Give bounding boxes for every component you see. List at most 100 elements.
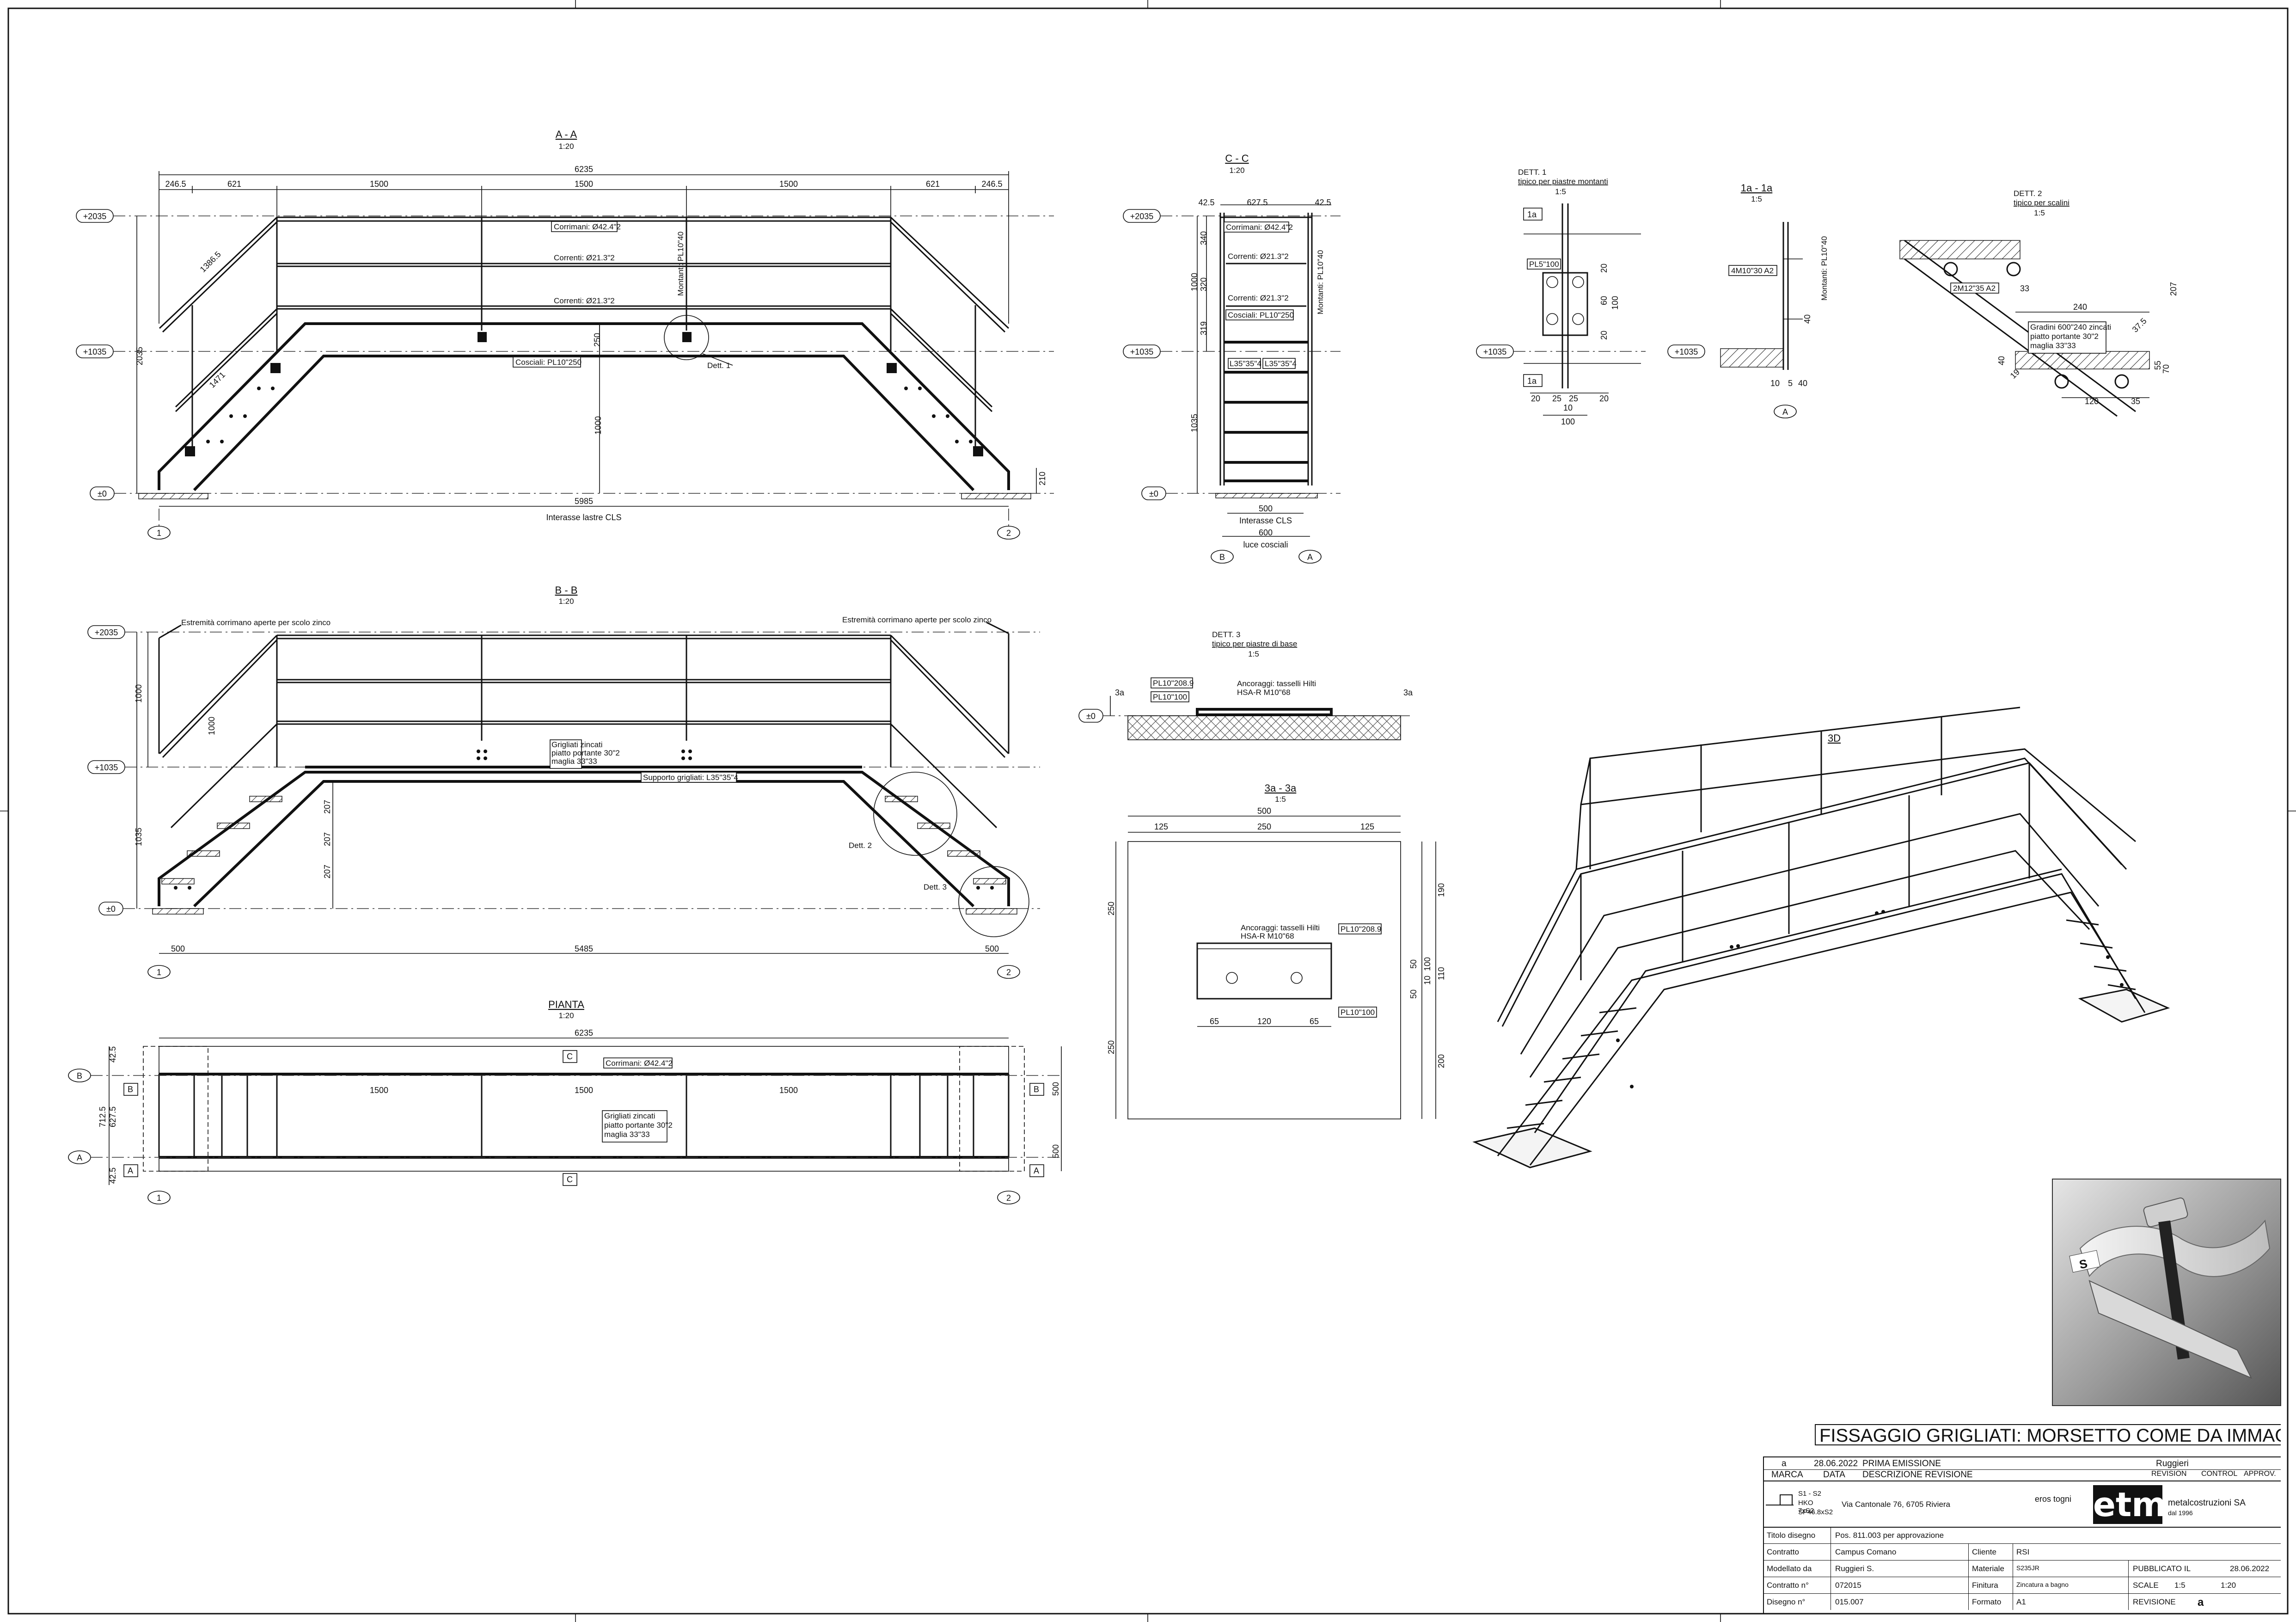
aa-handrails <box>159 216 1010 453</box>
svg-text:A: A <box>1034 1166 1039 1175</box>
svg-text:207: 207 <box>2169 282 2178 296</box>
svg-text:40: 40 <box>1997 356 2006 365</box>
svg-text:2035: 2035 <box>135 347 144 365</box>
cc-labels: Corrimani: Ø42.4"2 Correnti: Ø21.3"2 Cor… <box>1224 221 1325 369</box>
svg-text:Corrimani: Ø42.4"2: Corrimani: Ø42.4"2 <box>606 1059 673 1068</box>
svg-text:1000: 1000 <box>594 416 603 435</box>
svg-text:3a: 3a <box>1403 688 1413 697</box>
company-since: dal 1996 <box>2168 1509 2193 1517</box>
title-block: FISSAGGIO GRIGLIATI: MORSETTO COME DA IM… <box>1763 1424 2281 1614</box>
svg-text:1500: 1500 <box>370 179 388 189</box>
svg-text:1:5: 1:5 <box>1751 195 1762 203</box>
revision-header: MARCA DATA DESCRIZIONE REVISIONE REVISIO… <box>1763 1468 2281 1481</box>
svg-text:2M12"35 A2: 2M12"35 A2 <box>1953 284 1996 293</box>
level-marker-top: +2035 <box>76 209 1054 223</box>
section-3a: 3a - 3a 1:5 500 125 250 125 Ancoraggi: t… <box>1107 782 1446 1119</box>
bb-axis-1: 1 <box>147 965 171 979</box>
svg-text:Supporto grigliati: L35"35"4: Supporto grigliati: L35"35"4 <box>643 773 738 782</box>
svg-text:42.5: 42.5 <box>108 1167 117 1184</box>
svg-text:207: 207 <box>323 832 332 846</box>
company-person: eros togni <box>2035 1494 2072 1504</box>
svg-text:S: S <box>2078 1256 2088 1272</box>
svg-text:Dett. 2: Dett. 2 <box>849 841 872 850</box>
svg-text:200: 200 <box>1437 1054 1446 1068</box>
svg-text:PL5"100: PL5"100 <box>1529 260 1559 269</box>
svg-text:Estremità corrimano aperte per: Estremità corrimano aperte per scolo zin… <box>842 615 992 624</box>
svg-text:+1035: +1035 <box>1483 347 1507 356</box>
svg-text:500: 500 <box>1257 806 1271 816</box>
svg-text:HSA-R M10"68: HSA-R M10"68 <box>1237 688 1291 697</box>
view-3d: 3D <box>1472 707 2170 1168</box>
svg-text:10: 10 <box>1770 379 1780 388</box>
svg-text:40: 40 <box>1803 314 1812 324</box>
svg-text:1: 1 <box>157 1193 161 1203</box>
plan-section-b-left: B <box>68 1069 1063 1082</box>
svg-text:1000: 1000 <box>207 717 216 735</box>
svg-text:320: 320 <box>1199 277 1208 291</box>
svg-text:250: 250 <box>1107 1040 1116 1054</box>
aa-detail-1-label: Dett. 1 <box>707 361 730 370</box>
svg-text:C: C <box>567 1175 573 1184</box>
svg-text:120: 120 <box>2085 397 2099 406</box>
svg-text:piatto portante 30"2: piatto portante 30"2 <box>604 1121 673 1130</box>
svg-text:maglia 33"33: maglia 33"33 <box>604 1130 650 1139</box>
svg-text:B: B <box>1034 1085 1039 1094</box>
section-aa: A - A 1:20 +2035 +1035 ±0 6235 246.5 <box>76 129 1054 540</box>
svg-text:PL10"100: PL10"100 <box>1153 693 1187 701</box>
svg-text:37.5: 37.5 <box>2131 316 2149 334</box>
svg-text:25: 25 <box>1552 394 1561 403</box>
svg-text:B: B <box>1219 553 1225 562</box>
svg-text:C - C: C - C <box>1225 153 1249 164</box>
svg-text:A: A <box>1307 553 1313 562</box>
svg-text:+1035: +1035 <box>83 347 107 356</box>
svg-text:+2035: +2035 <box>95 628 118 637</box>
aa-bolts <box>185 332 983 456</box>
section-aa-scale: 1:20 <box>558 142 574 151</box>
plan-view: PIANTA 1:20 6235 1500 1500 1500 Corriman… <box>68 999 1063 1204</box>
svg-text:2: 2 <box>1006 528 1011 538</box>
svg-text:1386.5: 1386.5 <box>198 250 223 274</box>
svg-text:20: 20 <box>1531 394 1540 403</box>
sec1a-axis-a: A <box>1774 405 1797 418</box>
svg-text:Correnti: Ø21.3"2: Correnti: Ø21.3"2 <box>1228 294 1289 302</box>
svg-text:DETT. 1: DETT. 1 <box>1518 168 1546 177</box>
aa-axis-1: 1 <box>147 509 171 540</box>
svg-text:120: 120 <box>1257 1017 1271 1026</box>
svg-text:Montanti: PL10"40: Montanti: PL10"40 <box>676 232 685 296</box>
svg-text:207: 207 <box>323 865 332 879</box>
svg-text:42.5: 42.5 <box>1315 198 1331 207</box>
level-marker-mid: +1035 <box>76 344 1054 358</box>
svg-text:5985: 5985 <box>575 497 593 506</box>
svg-text:A: A <box>77 1153 82 1162</box>
svg-text:Corrimani: Ø42.4"2: Corrimani: Ø42.4"2 <box>554 222 621 231</box>
svg-text:Interasse CLS: Interasse CLS <box>1239 516 1292 525</box>
section-bb: B - B 1:20 +2035 +1035 ±0 Estremità corr… <box>87 584 1040 979</box>
svg-text:500: 500 <box>171 944 185 953</box>
weld-symbol: S1 - S2 HKO 7xS2 SP46.8xS2 <box>1766 1486 1833 1523</box>
svg-text:±0: ±0 <box>1149 489 1158 498</box>
svg-text:Montanti: PL10"40: Montanti: PL10"40 <box>1316 250 1325 314</box>
svg-text:A: A <box>1782 407 1788 417</box>
svg-text:DETT. 2: DETT. 2 <box>2014 189 2042 198</box>
svg-text:100: 100 <box>1610 296 1620 310</box>
svg-text:Correnti: Ø21.3"2: Correnti: Ø21.3"2 <box>554 253 615 262</box>
svg-text:±0: ±0 <box>106 904 116 914</box>
svg-text:500: 500 <box>1259 504 1273 513</box>
company-name: metalcostruzioni SA <box>2168 1498 2246 1508</box>
section-1a: 1a - 1a 1:5 4M10"30 A2 Montanti: PL10"40… <box>1667 182 1829 418</box>
svg-text:65: 65 <box>1310 1017 1319 1026</box>
svg-text:±0: ±0 <box>98 489 107 498</box>
svg-text:35: 35 <box>2131 397 2140 406</box>
aa-dim-lines <box>159 171 1009 324</box>
svg-text:500: 500 <box>1051 1144 1060 1158</box>
svg-text:246.5: 246.5 <box>981 179 1002 189</box>
svg-text:500: 500 <box>985 944 999 953</box>
svg-text:5: 5 <box>1788 379 1793 388</box>
aa-axis-2: 2 <box>997 509 1020 540</box>
svg-text:Interasse lastre CLS: Interasse lastre CLS <box>546 513 621 522</box>
svg-text:piatto portante 30"2: piatto portante 30"2 <box>2030 332 2099 341</box>
level-marker-zero: ±0 <box>90 486 1054 500</box>
company-row: S1 - S2 HKO 7xS2 SP46.8xS2 Via Cantonale… <box>1763 1481 2281 1528</box>
svg-text:2: 2 <box>1006 1193 1011 1203</box>
